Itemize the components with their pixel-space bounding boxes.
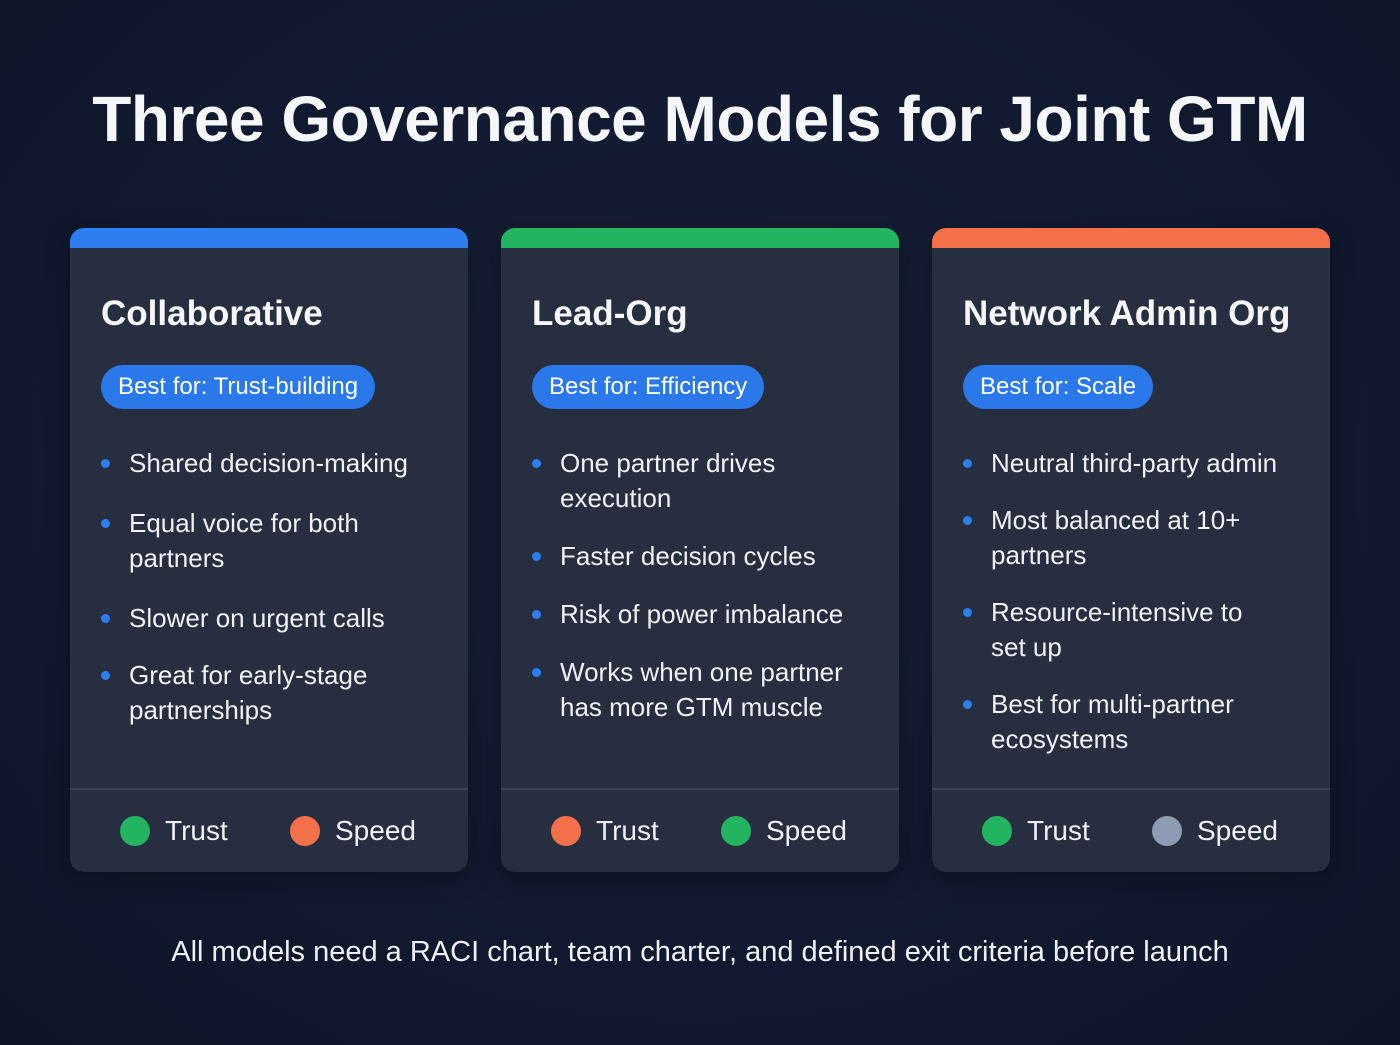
bullet-dot-icon — [101, 671, 110, 680]
status-circle-icon — [120, 816, 150, 846]
list-item: Faster decision cycles — [532, 539, 879, 574]
metric-speed: Speed — [1152, 814, 1278, 848]
list-item: Shared decision-making — [101, 446, 448, 481]
bullet-dot-icon — [532, 459, 541, 468]
divider — [501, 788, 899, 790]
status-circle-icon — [1152, 816, 1182, 846]
bullet-dot-icon — [532, 552, 541, 561]
bullet-dot-icon — [963, 459, 972, 468]
bullet-dot-icon — [963, 516, 972, 525]
card-accent-bar — [70, 228, 468, 248]
list-item: One partner drives execution — [532, 446, 830, 516]
metric-trust: Trust — [120, 814, 228, 848]
bullet-dot-icon — [532, 610, 541, 619]
bullet-list: One partner drives execution Faster deci… — [532, 446, 879, 725]
metric-trust: Trust — [982, 814, 1090, 848]
card-lead-org: Lead-Org Best for: Efficiency One partne… — [501, 228, 899, 872]
list-item: Most balanced at 10+ partners — [963, 503, 1281, 573]
bullet-dot-icon — [963, 700, 972, 709]
best-for-badge: Best for: Scale — [963, 365, 1154, 409]
metrics-row: Trust Speed — [932, 814, 1330, 848]
bullet-dot-icon — [101, 459, 110, 468]
governance-model-cards: Collaborative Best for: Trust-building S… — [70, 228, 1330, 872]
list-item: Resource-intensive to set up — [963, 595, 1281, 665]
divider — [932, 788, 1330, 790]
bullet-dot-icon — [963, 608, 972, 617]
metrics-row: Trust Speed — [501, 814, 899, 848]
list-item: Neutral third-party admin — [963, 446, 1330, 481]
bullet-dot-icon — [101, 519, 110, 528]
metric-trust: Trust — [551, 814, 659, 848]
metrics-row: Trust Speed — [70, 814, 468, 848]
metric-speed: Speed — [290, 814, 416, 848]
card-accent-bar — [932, 228, 1330, 248]
list-item: Risk of power imbalance — [532, 597, 879, 632]
card-title: Collaborative — [101, 294, 323, 333]
bullet-dot-icon — [532, 668, 541, 677]
list-item: Best for multi-partner ecosystems — [963, 687, 1291, 757]
bullet-dot-icon — [101, 614, 110, 623]
page-title: Three Governance Models for Joint GTM — [92, 83, 1308, 155]
card-title: Lead-Org — [532, 294, 688, 333]
card-accent-bar — [501, 228, 899, 248]
status-circle-icon — [982, 816, 1012, 846]
footnote: All models need a RACI chart, team chart… — [171, 936, 1229, 968]
divider — [70, 788, 468, 790]
status-circle-icon — [551, 816, 581, 846]
list-item: Equal voice for both partners — [101, 506, 389, 576]
list-item: Works when one partner has more GTM musc… — [532, 655, 880, 725]
metric-speed: Speed — [721, 814, 847, 848]
card-collaborative: Collaborative Best for: Trust-building S… — [70, 228, 468, 872]
bullet-list: Neutral third-party admin Most balanced … — [963, 446, 1310, 757]
status-circle-icon — [721, 816, 751, 846]
best-for-badge: Best for: Efficiency — [532, 365, 765, 409]
card-network-admin-org: Network Admin Org Best for: Scale Neutra… — [932, 228, 1330, 872]
bullet-list: Shared decision-making Equal voice for b… — [101, 446, 448, 728]
list-item: Slower on urgent calls — [101, 601, 448, 636]
list-item: Great for early-stage partnerships — [101, 658, 409, 728]
status-circle-icon — [290, 816, 320, 846]
card-title: Network Admin Org — [963, 294, 1291, 333]
best-for-badge: Best for: Trust-building — [101, 365, 376, 409]
